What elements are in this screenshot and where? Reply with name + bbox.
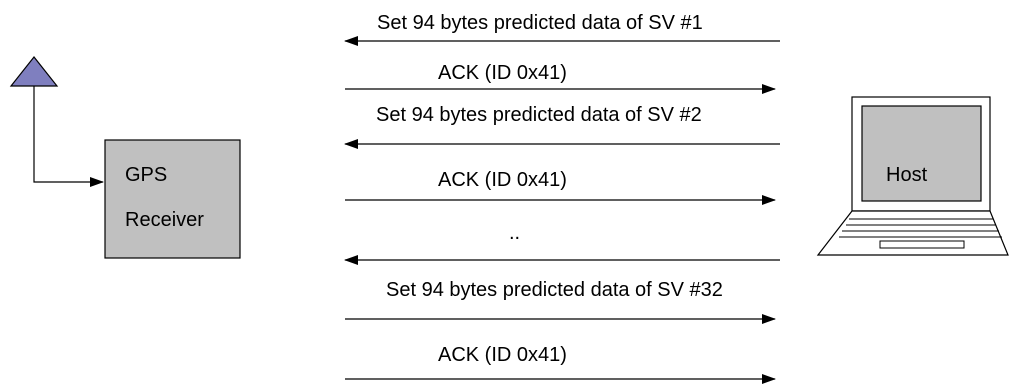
message-label-set-sv32: Set 94 bytes predicted data of SV #32 [386, 279, 723, 301]
message-label-set-sv1: Set 94 bytes predicted data of SV #1 [377, 12, 703, 34]
host-laptop-icon [816, 96, 1009, 256]
antenna-feed-line [33, 86, 104, 187]
gps-receiver-label-line1: GPS [125, 164, 167, 186]
message-label-ellipsis: .. [509, 222, 520, 244]
message-label-set-sv2: Set 94 bytes predicted data of SV #2 [376, 104, 702, 126]
antenna-icon [9, 56, 59, 87]
gps-receiver-label-line2: Receiver [125, 209, 204, 231]
message-label-ack-1: ACK (ID 0x41) [438, 62, 567, 84]
host-label: Host [886, 164, 928, 186]
gps-receiver-box [104, 139, 241, 259]
message-label-ack-3: ACK (ID 0x41) [438, 344, 567, 366]
message-label-ack-2: ACK (ID 0x41) [438, 169, 567, 191]
